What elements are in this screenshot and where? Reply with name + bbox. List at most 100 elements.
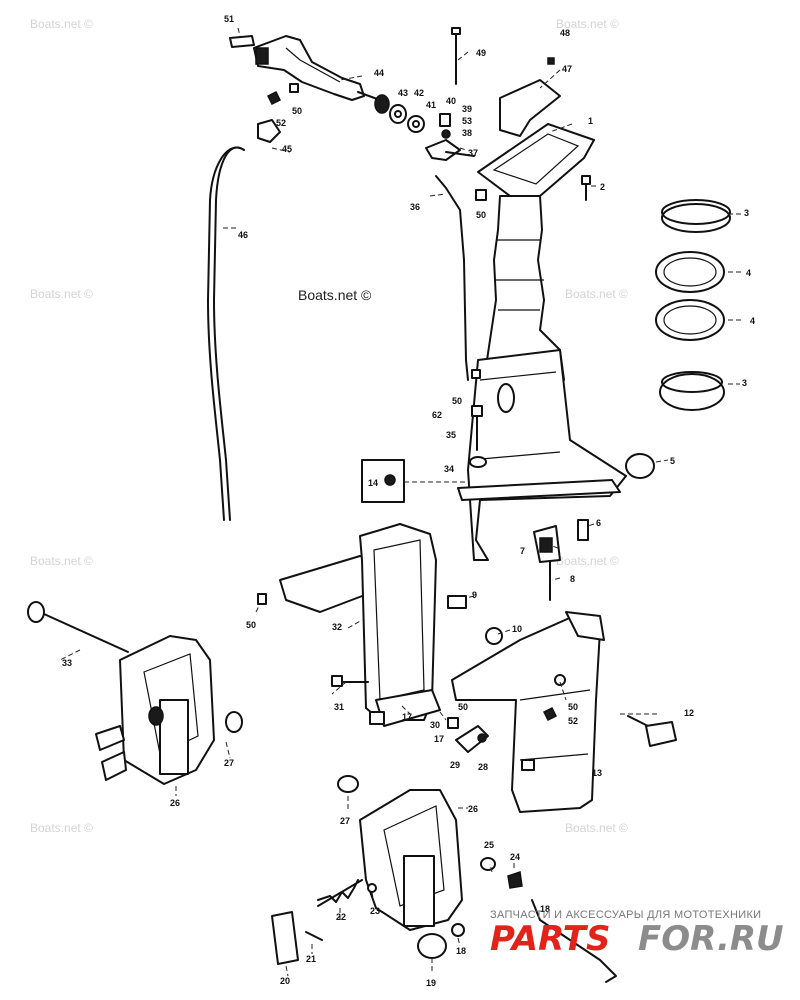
screw-part	[547, 57, 555, 65]
callout-14: 14	[368, 478, 378, 488]
callout-25: 25	[484, 840, 494, 850]
callout-53: 53	[462, 116, 472, 126]
bolt-part	[331, 675, 369, 687]
watermark-text: Boats.net ©	[30, 554, 93, 568]
callout-52: 52	[276, 118, 286, 128]
callout-27: 27	[224, 758, 234, 768]
callout-47: 47	[562, 64, 572, 74]
watermark-layer: Boats.net © Boats.net © Boats.net © Boat…	[30, 17, 628, 835]
screw-part	[257, 593, 267, 605]
callout-18: 18	[456, 946, 466, 956]
partsfor-banner: ЗАПЧАСТИ И АКСЕССУАРЫ ДЛЯ МОТОТЕХНИКИ PA…	[490, 909, 784, 959]
callout-9: 9	[472, 590, 477, 600]
callout-3: 3	[742, 378, 747, 388]
washer-part	[480, 857, 496, 871]
callout-36: 36	[410, 202, 420, 212]
callout-31: 31	[334, 702, 344, 712]
swivel-bracket-part	[279, 523, 441, 727]
callout-48: 48	[560, 28, 570, 38]
washer-part	[337, 775, 359, 793]
banner-brand-right: FOR.RU	[638, 919, 784, 959]
clamp-handle-part	[271, 911, 323, 965]
clamp-screw-part	[95, 725, 127, 781]
callout-28: 28	[478, 762, 488, 772]
callout-34: 34	[444, 464, 454, 474]
callout-6: 6	[596, 518, 601, 528]
clamp-screw-part	[627, 715, 677, 747]
callout-46: 46	[238, 230, 248, 240]
callout-4: 4	[750, 316, 755, 326]
callout-23: 23	[370, 906, 380, 916]
washer-set-part	[374, 94, 425, 133]
callout-12: 12	[684, 708, 694, 718]
anode-part	[533, 519, 589, 601]
callout-40: 40	[446, 96, 456, 106]
tilt-rod-part	[531, 899, 617, 983]
callout-50: 50	[476, 210, 486, 220]
callout-50: 50	[568, 702, 578, 712]
watermark-text-dark: Boats.net ©	[298, 287, 372, 303]
bearing-stack-part	[655, 199, 731, 411]
callout-18: 18	[540, 904, 550, 914]
decal-part	[229, 35, 255, 48]
screw-part	[451, 923, 465, 937]
shift-rod-part	[435, 175, 469, 381]
washer-part	[225, 711, 243, 733]
callout-17: 17	[402, 712, 412, 722]
callout-50: 50	[458, 702, 468, 712]
callout-26: 26	[170, 798, 180, 808]
callout-21: 21	[306, 954, 316, 964]
watermark-text: Boats.net ©	[556, 17, 619, 31]
screw-part	[289, 83, 299, 93]
plug-part	[625, 453, 655, 479]
callout-50: 50	[452, 396, 462, 406]
callout-43: 43	[398, 88, 408, 98]
callout-5: 5	[670, 456, 675, 466]
screw-part	[554, 674, 566, 686]
pad-part	[447, 595, 467, 609]
callout-35: 35	[446, 430, 456, 440]
nut-part	[542, 706, 558, 722]
through-bolt-part	[27, 601, 129, 653]
banner-subtitle: ЗАПЧАСТИ И АКСЕССУАРЫ ДЛЯ МОТОТЕХНИКИ	[490, 909, 761, 921]
cover-plate-part	[499, 79, 561, 137]
callout-30: 30	[430, 720, 440, 730]
callout-13: 13	[592, 768, 602, 778]
bolt-part	[581, 175, 591, 201]
leader-lines	[59, 27, 744, 977]
tiller-handle-part	[253, 35, 381, 101]
callout-50: 50	[246, 620, 256, 630]
callout-32: 32	[332, 622, 342, 632]
driveshaft-housing-part	[457, 123, 627, 561]
nut-part	[266, 90, 282, 106]
watermark-text: Boats.net ©	[565, 821, 628, 835]
watermark-text: Boats.net ©	[565, 287, 628, 301]
callout-27: 27	[340, 816, 350, 826]
callout-33: 33	[62, 658, 72, 668]
callout-24: 24	[510, 852, 520, 862]
callout-29: 29	[450, 760, 460, 770]
callout-38: 38	[462, 128, 472, 138]
screw-part	[475, 189, 487, 201]
stud-bolt-part	[469, 369, 487, 468]
callout-42: 42	[414, 88, 424, 98]
callout-8: 8	[570, 574, 575, 584]
callout-26: 26	[468, 804, 478, 814]
callout-labels: 51 44 43 42 41 40 39 53 38 37 50 52 45 4…	[62, 14, 755, 988]
callout-45: 45	[282, 144, 292, 154]
callout-4: 4	[746, 268, 751, 278]
pin-part	[451, 27, 461, 85]
watermark-text: Boats.net ©	[556, 554, 619, 568]
bushing-part	[485, 627, 503, 645]
callout-41: 41	[426, 100, 436, 110]
callout-62: 62	[432, 410, 442, 420]
callout-3: 3	[744, 208, 749, 218]
callout-37: 37	[468, 148, 478, 158]
stern-bracket-part	[451, 611, 605, 813]
watermark-text: Boats.net ©	[30, 821, 93, 835]
nut-part	[507, 871, 523, 889]
swivel-pad-part	[417, 933, 447, 959]
callout-17: 17	[434, 734, 444, 744]
clamp-bracket-part	[359, 789, 463, 931]
